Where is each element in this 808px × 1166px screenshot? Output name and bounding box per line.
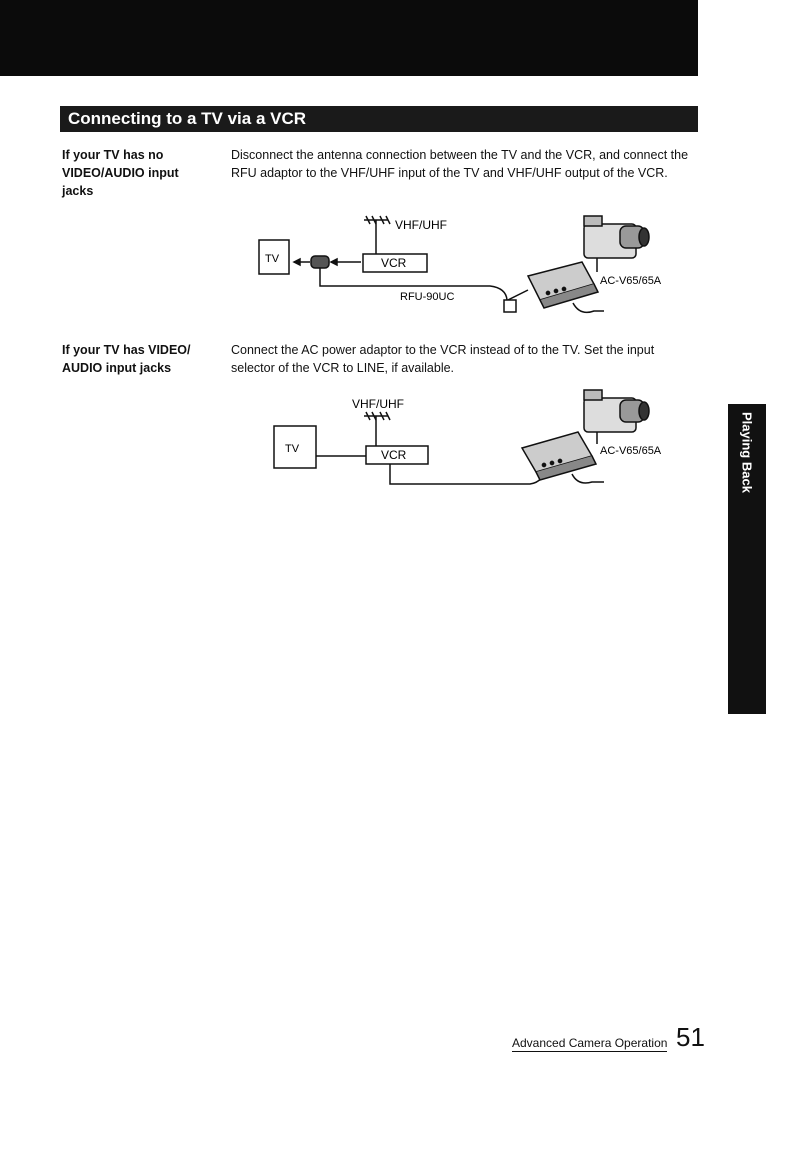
- ac-adaptor-icon: [526, 261, 600, 309]
- vcr-label: VCR: [381, 256, 407, 270]
- section-header: Connecting to a TV via a VCR: [60, 106, 698, 132]
- vcr-power-cable: [389, 464, 547, 485]
- side-tab-playing-back: Playing Back: [728, 404, 766, 714]
- footer-chapter: Advanced Camera Operation: [512, 1036, 668, 1052]
- vcr-box: [362, 253, 428, 273]
- tv-box: [258, 239, 290, 275]
- section-title: Connecting to a TV via a VCR: [68, 109, 307, 128]
- camcorder2-icon: [583, 389, 650, 433]
- ac-adaptor2-label: AC-V65/65A: [600, 445, 662, 457]
- rfu-adaptor-icon: [292, 255, 361, 269]
- block2-label: If your TV has VIDEO/ AUDIO input jacks: [62, 343, 191, 375]
- power-cord2: [571, 473, 604, 484]
- block1-text: Disconnect the antenna connection betwee…: [231, 148, 689, 180]
- antenna-icon: [364, 215, 391, 258]
- antenna2-label: VHF/UHF: [352, 397, 404, 411]
- header-band: [0, 0, 698, 76]
- tv2-box: [273, 425, 317, 469]
- antenna-label: VHF/UHF: [395, 218, 447, 232]
- diagram-no-av-jacks: VHF/UHF TV VCR RFU-90UC: [258, 215, 662, 314]
- diagram-with-av-jacks: VHF/UHF TV VCR AC-V65/65A: [273, 389, 662, 485]
- vcr2-label: VCR: [381, 448, 407, 462]
- tv2-label: TV: [285, 443, 300, 455]
- block1-label: If your TV has no VIDEO/AUDIO input jack…: [62, 148, 179, 198]
- block2-text: Connect the AC power adaptor to the VCR …: [231, 343, 655, 375]
- camcorder-icon: [583, 215, 650, 259]
- adaptor-label: RFU-90UC: [400, 291, 454, 303]
- vcr2-box: [365, 445, 429, 465]
- ac-adaptor2-icon: [520, 431, 598, 481]
- side-tab-label: Playing Back: [739, 412, 755, 493]
- tv-label: TV: [265, 253, 280, 265]
- power-cord: [572, 302, 604, 314]
- page-number: 51: [676, 1022, 705, 1052]
- ac-adaptor-label: AC-V65/65A: [600, 275, 662, 287]
- rf-cable: [319, 268, 508, 301]
- plug-icon: [503, 299, 517, 313]
